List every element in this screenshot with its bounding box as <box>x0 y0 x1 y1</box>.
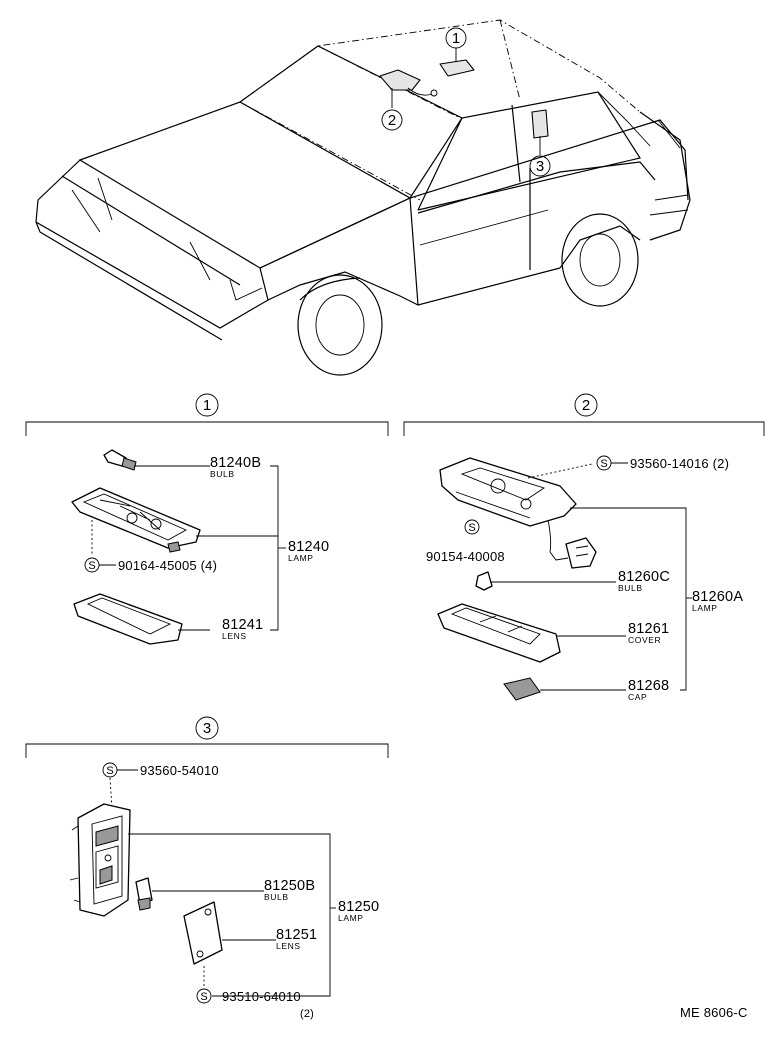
part-81240: 81240 <box>288 539 329 555</box>
part-93560-54010: 93560-54010 <box>140 763 219 778</box>
part-81251-desc: LENS <box>276 941 301 951</box>
section-1-circle <box>195 393 219 417</box>
part-90164-45005: 90164-45005 (4) <box>118 558 217 573</box>
part-81251: 81251 <box>276 927 317 943</box>
section-2-bracket <box>403 421 765 436</box>
part-81250b-desc: BULB <box>264 892 289 902</box>
screw-symbol-93510-64010 <box>196 988 212 1004</box>
car-callout-3 <box>529 155 551 177</box>
cover-81261-drawing <box>437 603 626 663</box>
screw-mark-93560-54010: S <box>106 765 113 777</box>
part-81261-desc: COVER <box>628 635 661 645</box>
bulb-81260c-drawing <box>475 571 616 591</box>
part-81240-desc: LAMP <box>288 553 314 563</box>
diagram-code: ME 8606-C <box>680 1005 748 1020</box>
section-1-bracket <box>25 421 389 436</box>
screw-mark-90164: S <box>88 560 95 572</box>
part-81241-desc: LENS <box>222 631 247 641</box>
screw-mark-93510-64010: S <box>200 991 207 1003</box>
part-90154-40008: 90154-40008 <box>426 549 505 564</box>
bulb-81250b-drawing <box>135 877 264 911</box>
section-2: 2 S 90154-40008 <box>403 393 765 702</box>
section-1-number: 1 <box>203 397 211 414</box>
part-81250b: 81250B <box>264 878 315 894</box>
car-callout-3-label: 3 <box>536 158 544 175</box>
lamp-81240-drawing <box>71 487 278 553</box>
car-callout-1-label: 1 <box>452 30 460 47</box>
lamp-81250-drawing <box>69 803 330 917</box>
part-81260a-desc: LAMP <box>692 603 718 613</box>
section-3-bracket <box>25 743 389 758</box>
part-93560-14016: 93560-14016 (2) <box>630 456 729 471</box>
car-callout-2 <box>381 109 403 131</box>
car-illustration: 1 2 3 <box>35 19 691 376</box>
screw-mark-90154: S <box>468 522 475 534</box>
screw-mark-93560-14016: S <box>600 458 607 470</box>
part-81260c-desc: BULB <box>618 583 643 593</box>
part-81240b-desc: BULB <box>210 469 235 479</box>
lamp-81260a-drawing <box>439 457 597 569</box>
section-3: 3 S 93560-54010 <box>25 716 389 1020</box>
part-81250-desc: LAMP <box>338 913 364 923</box>
screw-symbol-90154 <box>464 519 480 535</box>
part-81250: 81250 <box>338 899 379 915</box>
section-3-number: 3 <box>203 720 211 737</box>
part-81241: 81241 <box>222 617 263 633</box>
part-81260c: 81260C <box>618 569 670 585</box>
cap-81268-drawing <box>503 677 626 701</box>
car-callout-1 <box>445 27 467 49</box>
lens-81251-drawing <box>183 901 276 965</box>
part-81268: 81268 <box>628 678 669 694</box>
part-93510-64010-qty: (2) <box>300 1008 314 1020</box>
part-93510-64010: 93510-64010 <box>222 989 301 1004</box>
section-3-circle <box>195 716 219 740</box>
bulb-81240b-drawing <box>103 449 210 471</box>
section-1: 1 81240B BULB 81240 LAMP <box>25 393 389 645</box>
part-81261: 81261 <box>628 621 669 637</box>
part-81260a: 81260A <box>692 589 743 605</box>
car-callout-2-label: 2 <box>388 112 396 129</box>
part-81268-desc: CAP <box>628 692 647 702</box>
part-81240b: 81240B <box>210 455 261 471</box>
section-2-circle <box>574 393 598 417</box>
lens-81241-drawing <box>73 593 210 645</box>
section-2-number: 2 <box>582 397 590 414</box>
